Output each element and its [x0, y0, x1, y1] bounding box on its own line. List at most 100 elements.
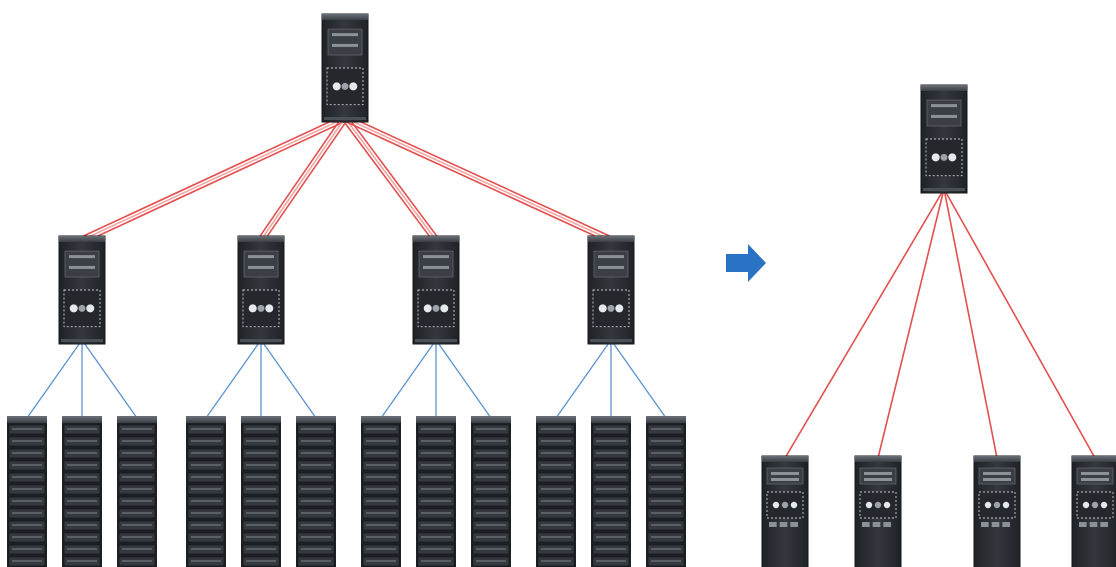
fan-slot — [981, 522, 989, 527]
server-vent — [366, 428, 396, 430]
port-row — [983, 472, 1011, 475]
port-row — [598, 265, 624, 269]
emblem-dot — [607, 304, 615, 312]
server-vent — [12, 524, 42, 526]
server-vent — [67, 464, 97, 466]
server-vent — [67, 512, 97, 514]
server-vent — [366, 464, 396, 466]
server-vent — [12, 512, 42, 514]
server-vent — [246, 476, 276, 478]
server-vent — [541, 464, 571, 466]
server-vent — [301, 440, 331, 442]
right-core-switch — [920, 84, 968, 194]
server-vent — [246, 560, 276, 562]
chassis-top — [238, 236, 284, 242]
server-rack-3-2 — [416, 416, 456, 567]
server-vent — [191, 536, 221, 538]
port-row — [864, 478, 892, 481]
fan-slot — [769, 522, 777, 527]
server-vent — [541, 560, 571, 562]
server-vent — [122, 476, 152, 478]
emblem-dot — [332, 82, 341, 91]
server-vent — [421, 548, 451, 550]
port-row — [931, 114, 957, 118]
server-vent — [301, 452, 331, 454]
server-vent — [191, 512, 221, 514]
server-vent — [122, 548, 152, 550]
rack-top — [62, 416, 102, 423]
port-row — [69, 255, 95, 259]
server-vent — [541, 476, 571, 478]
chassis-base — [415, 339, 457, 342]
server-vent — [301, 464, 331, 466]
server-vent — [122, 536, 152, 538]
uplink-core-to-agg-4-strand — [344, 117, 612, 241]
server-rack-3-3 — [471, 416, 511, 567]
server-rack-1-1 — [7, 416, 47, 567]
server-vent — [122, 500, 152, 502]
emblem-dot — [432, 304, 440, 312]
rack-top — [471, 416, 511, 423]
uplink-core-to-agg-3-strand — [344, 117, 437, 241]
server-vent — [67, 428, 97, 430]
rack-top — [646, 416, 686, 423]
port-row — [332, 43, 358, 47]
server-vent — [476, 452, 506, 454]
server-vent — [246, 488, 276, 490]
server-vent — [651, 476, 681, 478]
server-vent — [246, 440, 276, 442]
server-vent — [421, 452, 451, 454]
chassis-top — [762, 456, 808, 462]
server-vent — [191, 500, 221, 502]
fan-slot — [1089, 522, 1098, 527]
server-vent — [366, 560, 396, 562]
port-row — [248, 265, 274, 269]
port-panel — [859, 467, 897, 485]
server-vent — [246, 464, 276, 466]
uplink-core-to-agg-3-strand — [341, 119, 435, 243]
server-vent — [366, 452, 396, 454]
rack-top — [7, 416, 47, 423]
server-vent — [191, 488, 221, 490]
server-vent — [301, 548, 331, 550]
emblem-dot — [69, 304, 78, 313]
server-vent — [191, 476, 221, 478]
agg-switch-3 — [412, 235, 460, 345]
server-vent — [366, 536, 396, 538]
server-vent — [246, 452, 276, 454]
server-vent — [191, 428, 221, 430]
server-vent — [476, 488, 506, 490]
devices-layer — [7, 13, 1116, 567]
chassis-top — [413, 236, 459, 242]
server-rack-2-1 — [186, 416, 226, 567]
downlink-agg2-rack1 — [205, 339, 262, 419]
access-switch-1 — [761, 455, 809, 567]
server-vent — [246, 548, 276, 550]
rack-top — [241, 416, 281, 423]
fan-slot — [790, 522, 798, 527]
server-vent — [67, 536, 97, 538]
emblem-dot — [341, 82, 349, 90]
server-vent — [67, 488, 97, 490]
uplink-core-to-agg-1-strand — [81, 117, 346, 241]
port-panel — [1076, 467, 1114, 485]
server-rack-3-1 — [361, 416, 401, 567]
port-panel — [593, 250, 629, 278]
port-row — [598, 255, 624, 259]
server-vent — [366, 548, 396, 550]
arrow-right-icon — [726, 244, 766, 282]
server-vent — [246, 524, 276, 526]
downlink-agg1-rack3 — [81, 339, 138, 419]
server-vent — [596, 536, 626, 538]
rack-top — [536, 416, 576, 423]
rack-top — [186, 416, 226, 423]
server-vent — [12, 464, 42, 466]
chassis-base — [324, 117, 366, 120]
server-vent — [421, 536, 451, 538]
emblem-dot — [874, 501, 882, 509]
server-rack-1-2 — [62, 416, 102, 567]
server-vent — [421, 488, 451, 490]
server-vent — [476, 548, 506, 550]
server-vent — [12, 488, 42, 490]
